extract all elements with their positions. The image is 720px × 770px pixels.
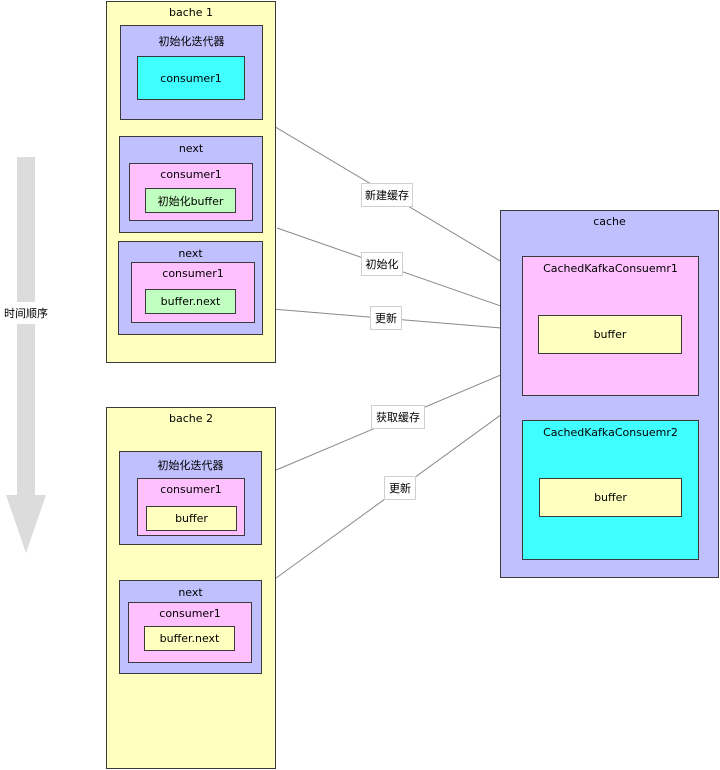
batch1-init-title: 初始化迭代器 bbox=[158, 35, 225, 48]
edge-label-get-cache: 获取缓存 bbox=[371, 405, 425, 429]
batch1-next1-consumer-label: consumer1 bbox=[160, 168, 222, 181]
batch1-next1-buffer: 初始化buffer bbox=[145, 188, 236, 213]
edge-label-new-cache: 新建缓存 bbox=[361, 183, 413, 207]
cache-consumer2-buffer-label: buffer bbox=[594, 491, 627, 504]
batch2-init-buffer: buffer bbox=[146, 506, 237, 531]
cache-consumer2-buffer: buffer bbox=[539, 478, 682, 517]
time-arrow bbox=[6, 157, 46, 553]
cache-title: cache bbox=[593, 215, 626, 228]
cache-consumer1-title: CachedKafkaConsuemr1 bbox=[543, 262, 678, 275]
edge-init bbox=[276, 227, 539, 320]
batch1-next2-consumer-label: consumer1 bbox=[162, 267, 224, 280]
cache-consumer1-buffer-label: buffer bbox=[593, 328, 627, 341]
batch2-init-consumer-label: consumer1 bbox=[160, 483, 222, 496]
cache-consumer2-title: CachedKafkaConsuemr2 bbox=[543, 426, 678, 439]
batch1-title: bache 1 bbox=[168, 6, 213, 19]
time-order-label: 时间顺序 bbox=[0, 302, 52, 324]
edge-label-update-2: 更新 bbox=[384, 476, 416, 500]
batch1-init-consumer: consumer1 bbox=[137, 56, 245, 100]
edge-label-init: 初始化 bbox=[361, 252, 403, 276]
batch2-init-title: 初始化迭代器 bbox=[157, 459, 224, 472]
batch1-next2-buffer-label: buffer.next bbox=[160, 295, 221, 308]
batch2-next1-buffer: buffer.next bbox=[144, 626, 235, 651]
batch1-next1-buffer-label: 初始化buffer bbox=[157, 194, 224, 208]
batch2-next1-title: next bbox=[178, 586, 203, 599]
batch1-next2-buffer: buffer.next bbox=[145, 289, 236, 314]
batch1-next1-title: next bbox=[178, 142, 204, 155]
batch2-title: bache 2 bbox=[168, 412, 213, 425]
batch1-init-consumer-label: consumer1 bbox=[160, 71, 222, 85]
cache-consumer1-buffer: buffer bbox=[538, 315, 682, 354]
batch1-next2-title: next bbox=[178, 247, 203, 260]
edge-label-update-1: 更新 bbox=[370, 306, 402, 330]
batch2-init-buffer-label: buffer bbox=[175, 512, 208, 525]
batch2-next1-consumer-label: consumer1 bbox=[159, 607, 221, 620]
batch2-next1-buffer-label: buffer.next bbox=[159, 632, 220, 645]
